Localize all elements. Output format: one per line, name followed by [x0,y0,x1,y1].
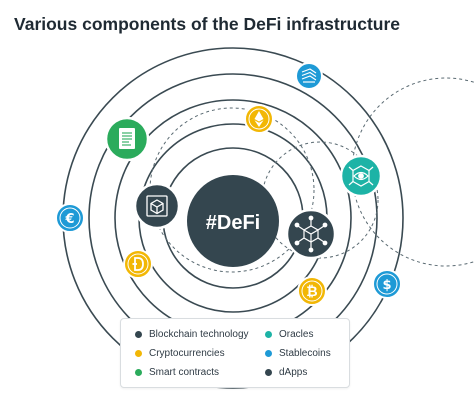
legend-label: Oracles [279,329,314,340]
center-circle [187,175,279,267]
legend-dot [135,350,142,357]
bitcoin-node: ₿ [297,276,327,306]
legend-dot [265,331,272,338]
legend-item-smart-contracts: Smart contracts [135,367,219,378]
legend-dot [265,369,272,376]
dollar-node: $ [372,269,402,299]
legend-label: Blockchain technology [149,329,249,340]
center-node: #DeFi [187,175,279,267]
oracle-eye-network-icon [348,165,374,187]
blockchain-node [133,182,181,230]
legend-dot [265,350,272,357]
network-cube-icon [294,215,328,253]
bitcoin-coin-icon: ₿ [306,284,317,300]
legend-dot [135,331,142,338]
legend-item-dapps: dApps [265,367,307,378]
smart-contract-node [104,116,150,162]
legend-label: dApps [279,367,308,378]
euro-node: € [55,203,85,233]
legend: Blockchain technology Cryptocurrencies S… [120,318,350,388]
network-node [285,208,337,260]
stablecoin-stack-node [295,62,323,90]
legend-label: Smart contracts [149,367,220,378]
legend-item-blockchain: Blockchain technology [135,329,249,340]
dollar-coin-icon: $ [382,278,391,293]
dash-coin-icon [132,257,144,271]
euro-coin-icon: € [64,212,74,227]
legend-item-cryptocurrencies: Cryptocurrencies [135,348,225,359]
oracle-node [339,154,383,198]
legend-label: Cryptocurrencies [149,348,225,359]
legend-label: Stablecoins [279,348,331,359]
ethereum-coin-icon [254,111,264,127]
smart-contract-document-icon [119,128,135,149]
legend-dot [135,369,142,376]
legend-item-oracles: Oracles [265,329,313,340]
center-label: #DeFi [206,212,260,234]
dash-coin-node [123,249,153,279]
blockchain-cube-icon [146,195,168,217]
dashed-ring-upper [149,107,315,273]
legend-item-stablecoins: Stablecoins [265,348,331,359]
page-title: Various components of the DeFi infrastru… [14,14,401,34]
stablecoin-stack-icon [301,68,317,83]
ethereum-node [244,104,274,134]
